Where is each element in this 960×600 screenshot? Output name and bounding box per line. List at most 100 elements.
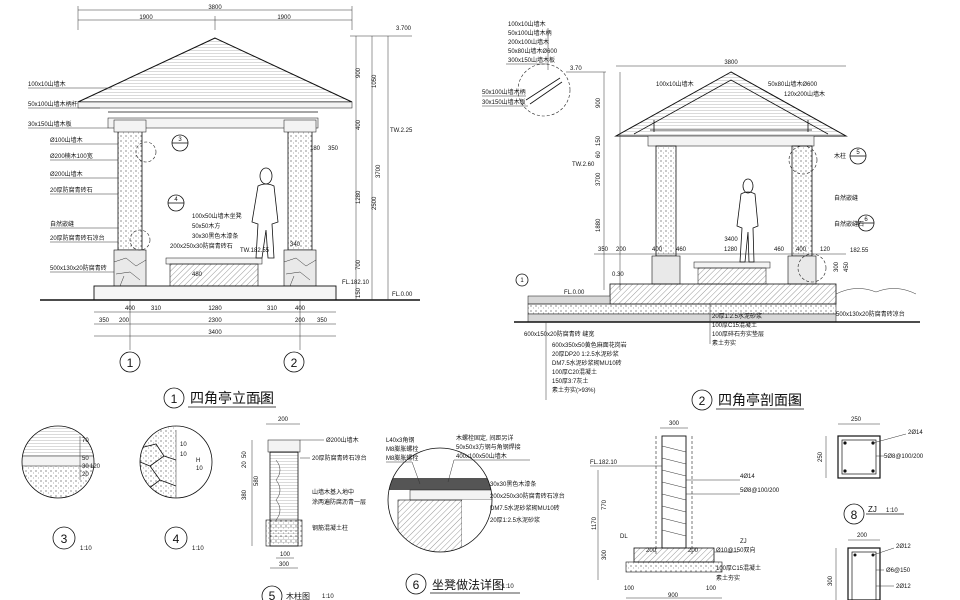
sec-layer: 素土夯实(>93%) bbox=[552, 386, 596, 394]
fd-dim: 100 bbox=[706, 586, 717, 592]
d5-number: 5 bbox=[269, 589, 276, 600]
elev-label: Ø100山墙木 bbox=[50, 136, 83, 144]
sec-layer: 600x350x50黄色麻面花岗岩 bbox=[552, 341, 627, 349]
callout-5-label: 5 bbox=[856, 150, 860, 156]
elev-bench-label: 30x30黑色木漆条 bbox=[192, 232, 238, 240]
sec-vdim: 60 bbox=[596, 151, 602, 158]
d4-scale: 1:10 bbox=[192, 546, 204, 552]
elev-hdim: 200 bbox=[295, 318, 306, 324]
d5-title: 木柱图 bbox=[286, 591, 310, 600]
d5-dim: 50 bbox=[242, 451, 248, 458]
elev-bench-label: 50x50木方 bbox=[192, 222, 220, 230]
zj-dim: 250 bbox=[818, 451, 824, 462]
sec-roof-label: 50x80山墙木Ø600 bbox=[768, 80, 818, 88]
foundation-detail: 300 FL.182.10 4Ø14 5Ø8@100/200 ZJ Ø10@15… bbox=[590, 421, 780, 599]
d6-scale: 1:10 bbox=[502, 584, 514, 590]
d6-title: 坐凳做法详图 bbox=[432, 577, 504, 592]
elev-platform bbox=[93, 285, 337, 301]
sec-title-number: 2 bbox=[699, 394, 706, 408]
sec-layer: 20厚1:2.5水泥砂浆 bbox=[712, 312, 762, 320]
d6-label: 20厚1:2.5水泥砂浆 bbox=[490, 516, 540, 524]
sec-level: 0.30 bbox=[612, 272, 624, 278]
fd-dim: 200 bbox=[646, 548, 657, 554]
sec-label: 50x100山墙木柄 bbox=[482, 88, 526, 96]
fd-column bbox=[661, 435, 687, 549]
sec-layer: 600x150x20防腐青砖 缝宽 bbox=[524, 330, 594, 338]
sec-bench bbox=[693, 261, 771, 269]
sec-level: 3.70 bbox=[570, 66, 582, 72]
sec-layer-labels-left: 600x150x20防腐青砖 缝宽 600x350x50黄色麻面花岗岩 20厚D… bbox=[524, 322, 627, 400]
d6-label: 400x100x50山墙木 bbox=[456, 452, 507, 460]
person-figure-section bbox=[736, 178, 759, 263]
sec-label: 300x150山墙木板 bbox=[508, 56, 555, 64]
fd-dim: 300 bbox=[602, 549, 608, 560]
d4-dim: 10 bbox=[180, 452, 187, 458]
fd-dim: 770 bbox=[602, 499, 608, 510]
fd-label: 素土夯实 bbox=[716, 574, 740, 582]
elev-vdim: 3700 bbox=[376, 164, 382, 178]
d4-dim: 10 bbox=[196, 466, 203, 472]
d6-label: 200x250x30防腐青砖石凉台 bbox=[490, 492, 565, 500]
zj2-label: 2Ø12 bbox=[896, 584, 911, 590]
sec-label: 50x80山墙木Ø600 bbox=[508, 47, 558, 55]
sec-level: FL.0.00 bbox=[564, 290, 585, 296]
elevation-drawing: 3800 1900 1900 3 bbox=[28, 5, 420, 409]
elev-hdim: 400 bbox=[295, 306, 306, 312]
sec-hdim: 400 bbox=[796, 247, 807, 253]
d5-dim: 100 bbox=[280, 552, 291, 558]
d4-dim: 10 bbox=[180, 442, 187, 448]
sec-beam bbox=[647, 135, 815, 147]
detail-5: 200 20 50 380 580 100 300 Ø200山墙木 20厚防腐青… bbox=[242, 417, 367, 600]
elev-hdim: 310 bbox=[267, 306, 278, 312]
d5-label: 钢筋混凝土柱 bbox=[312, 524, 348, 532]
d5-label: 涂两遍防腐沥青一层 bbox=[312, 498, 366, 506]
d6-label: L40x3角钢 bbox=[386, 436, 414, 444]
d5-dim: 300 bbox=[279, 562, 290, 568]
elev-beam bbox=[107, 117, 319, 129]
elev-vdim: 700 bbox=[356, 259, 362, 270]
elev-bench-label: TW.182.55 bbox=[240, 248, 270, 254]
sec-column-left bbox=[655, 145, 677, 257]
elev-hdim: 350 bbox=[99, 318, 110, 324]
detail-6: L40x3角钢 M8膨胀螺栓 M8膨胀螺栓 木螺栓固定, 间距另详 50x50x… bbox=[386, 434, 565, 595]
sec-marker bbox=[515, 273, 529, 287]
fd-level: FL.182.10 bbox=[590, 460, 618, 466]
d4-marker bbox=[164, 526, 188, 550]
elev-column-left bbox=[117, 129, 143, 251]
sec-hdim: 460 bbox=[676, 247, 687, 253]
elev-vdim: 180 bbox=[310, 146, 321, 152]
elev-level: TW.2.25 bbox=[390, 128, 413, 134]
sec-dim-top: 3800 bbox=[724, 60, 738, 66]
elev-vdim: 150 bbox=[356, 287, 362, 298]
sec-right-label: 木柱 bbox=[834, 152, 846, 160]
sec-vdim: 3700 bbox=[596, 172, 602, 186]
elev-vdim: 1050 bbox=[372, 74, 378, 88]
sec-vdim: 1880 bbox=[596, 218, 602, 232]
zj-number: 8 bbox=[851, 508, 858, 522]
d3-dim: 70 bbox=[82, 438, 89, 444]
sec-right-label: 自然嵌缝石 bbox=[834, 220, 864, 228]
sec-roof-label: 120x200山墙木 bbox=[784, 90, 825, 98]
elev-label: Ø200楠木100宽 bbox=[50, 152, 93, 160]
elev-right-dims: 3.700 900 1050 400 TW.2.25 3700 180 350 … bbox=[310, 26, 413, 300]
elev-label: 自然嵌缝 bbox=[50, 220, 74, 228]
sec-column-right bbox=[791, 145, 813, 257]
d5-label: 山墙木基入地中 bbox=[312, 488, 354, 496]
d5-label: Ø200山墙木 bbox=[326, 436, 359, 444]
sec-layer: 100厚C20混凝土 bbox=[552, 368, 597, 376]
sec-vdim: 150 bbox=[596, 135, 602, 146]
detail-4: 10 10 H 10 4 1:10 bbox=[139, 425, 213, 552]
elev-base-left bbox=[113, 249, 147, 287]
elev-hdim: 310 bbox=[151, 306, 162, 312]
elev-dim-total: 3800 bbox=[208, 5, 222, 11]
fd-label: ZJ bbox=[740, 539, 747, 545]
d3-scale: 1:10 bbox=[80, 546, 92, 552]
elev-label: Ø200山墙木 bbox=[50, 170, 83, 178]
sec-vdim: 450 bbox=[844, 261, 850, 272]
elev-hdim: 200 bbox=[119, 318, 130, 324]
elev-label: 100x10山墙木 bbox=[28, 80, 66, 88]
elev-hdim-total: 3400 bbox=[208, 330, 222, 336]
sec-hdim: 460 bbox=[774, 247, 785, 253]
sec-right-label: 自然嵌缝 bbox=[834, 194, 858, 202]
